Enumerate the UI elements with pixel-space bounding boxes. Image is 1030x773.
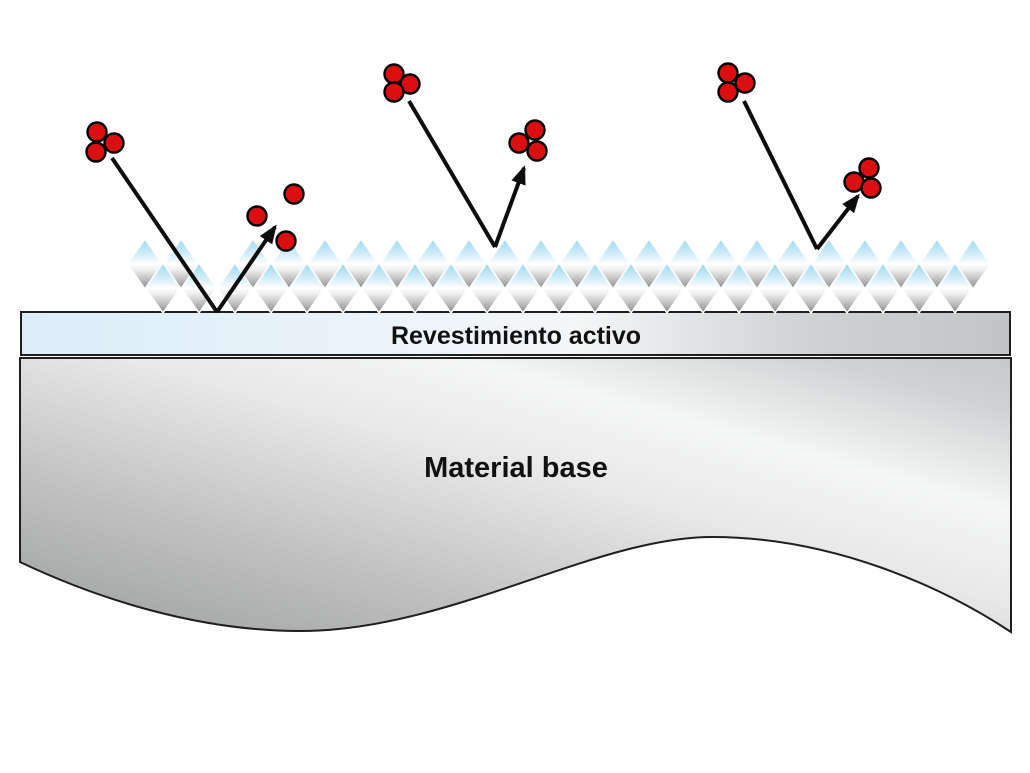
left-collision <box>85 121 305 314</box>
molecule <box>717 62 739 84</box>
incoming-trajectory-line <box>742 100 819 250</box>
molecules <box>717 62 882 199</box>
crystal-diamond <box>864 261 902 315</box>
molecule <box>858 157 880 179</box>
crystal-diamond <box>540 261 578 315</box>
crystal-diamond <box>288 261 326 315</box>
crystal-diamond <box>684 261 722 315</box>
crystal-diamond <box>252 261 290 315</box>
molecule <box>508 132 530 154</box>
rebound-arrow <box>493 165 526 248</box>
crystal-diamond <box>432 261 470 315</box>
crystal-diamond <box>720 261 758 315</box>
molecule <box>283 183 305 205</box>
crystal-diamond <box>468 261 506 315</box>
molecule <box>717 81 739 103</box>
base-label: Material base <box>424 452 608 484</box>
crystal-diamond <box>756 261 794 315</box>
coating-label: Revestimiento activo <box>391 322 641 350</box>
molecule <box>246 205 268 227</box>
incoming-trajectory-line <box>110 156 219 314</box>
molecules <box>383 63 548 162</box>
collision-events <box>85 62 882 314</box>
middle-collision <box>383 63 548 249</box>
molecule <box>526 140 548 162</box>
material-base-shape <box>19 357 1012 634</box>
active-coating-layer <box>20 311 1011 356</box>
crystal-diamond <box>144 261 182 315</box>
crystal-diamond <box>792 261 830 315</box>
molecules <box>85 121 305 252</box>
incoming-trajectory-line <box>407 99 497 249</box>
molecule <box>86 121 108 143</box>
molecule <box>275 230 297 252</box>
crystal-layer <box>126 237 992 315</box>
rebound-arrow <box>215 224 277 314</box>
crystal-diamond <box>648 261 686 315</box>
crystal-diamond <box>504 261 542 315</box>
crystal-diamond <box>360 261 398 315</box>
molecule <box>524 119 546 141</box>
crystal-diamond <box>576 261 614 315</box>
crystal-diamond <box>612 261 650 315</box>
molecule <box>860 177 882 199</box>
molecule <box>103 132 125 154</box>
right-collision <box>717 62 882 251</box>
crystal-diamond <box>396 261 434 315</box>
crystal-diamond <box>900 261 938 315</box>
crystal-diamond <box>324 261 362 315</box>
molecule <box>383 81 405 103</box>
rebound-arrow <box>815 193 860 251</box>
molecule <box>734 72 756 94</box>
crystal-diamond <box>936 261 974 315</box>
molecule <box>85 141 107 163</box>
crystal-diamond <box>828 261 866 315</box>
